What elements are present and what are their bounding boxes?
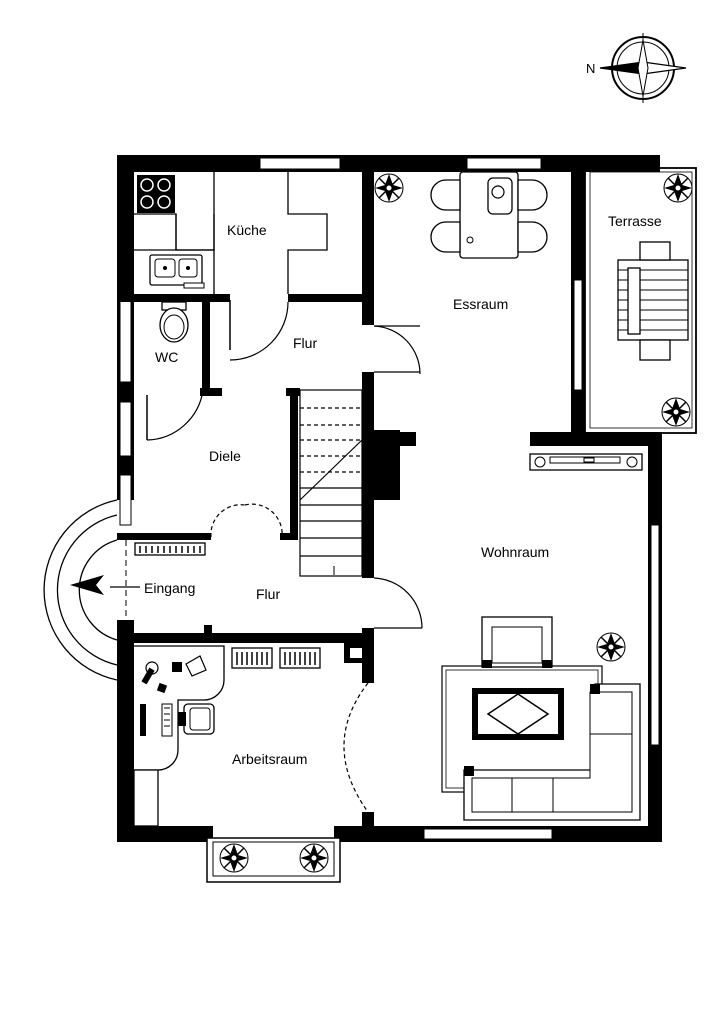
terrace-area [584,167,697,434]
coffee-table [472,688,564,740]
room-label-entrance: Eingang [144,580,196,596]
room-label-study: Arbeitsraum [232,751,308,767]
entrance-arrow-icon [70,575,140,595]
study-desk [133,645,225,827]
room-label-lobby: Diele [209,448,241,464]
bookshelves [231,647,321,669]
windows [119,157,660,840]
armchair [481,616,553,668]
room-label-wc: WC [155,349,179,365]
staircase [299,389,363,577]
office-chair [178,703,215,735]
compass-rose-icon [599,33,687,103]
potted-plant-icon [219,843,249,873]
entrance-steps [43,499,127,681]
potted-plant-icon [663,173,693,203]
corner-sofa [463,683,641,821]
potted-plant-icon [299,843,329,873]
toilet-icon [159,301,189,343]
room-label-hall-upper: Flur [293,335,318,351]
coat-rack [134,542,206,556]
room-label-hall-lower: Flur [256,586,281,602]
tv-sideboard [529,453,643,471]
potted-plant-icon [596,632,626,662]
room-label-living: Wohnraum [481,544,550,560]
sink-icon [149,254,205,289]
dining-table [430,171,548,259]
room-label-dining: Essraum [453,296,509,312]
kitchen-counters [134,172,328,294]
compass-north-label: N [586,61,595,76]
garden-table [617,241,689,361]
room-label-kitchen: Küche [227,222,267,238]
interior-walls [117,155,416,842]
potted-plant-icon [374,173,404,203]
room-label-terrace: Terrasse [608,213,662,229]
potted-plant-icon [661,397,691,427]
doors [146,300,423,813]
stove-icon [137,175,175,213]
